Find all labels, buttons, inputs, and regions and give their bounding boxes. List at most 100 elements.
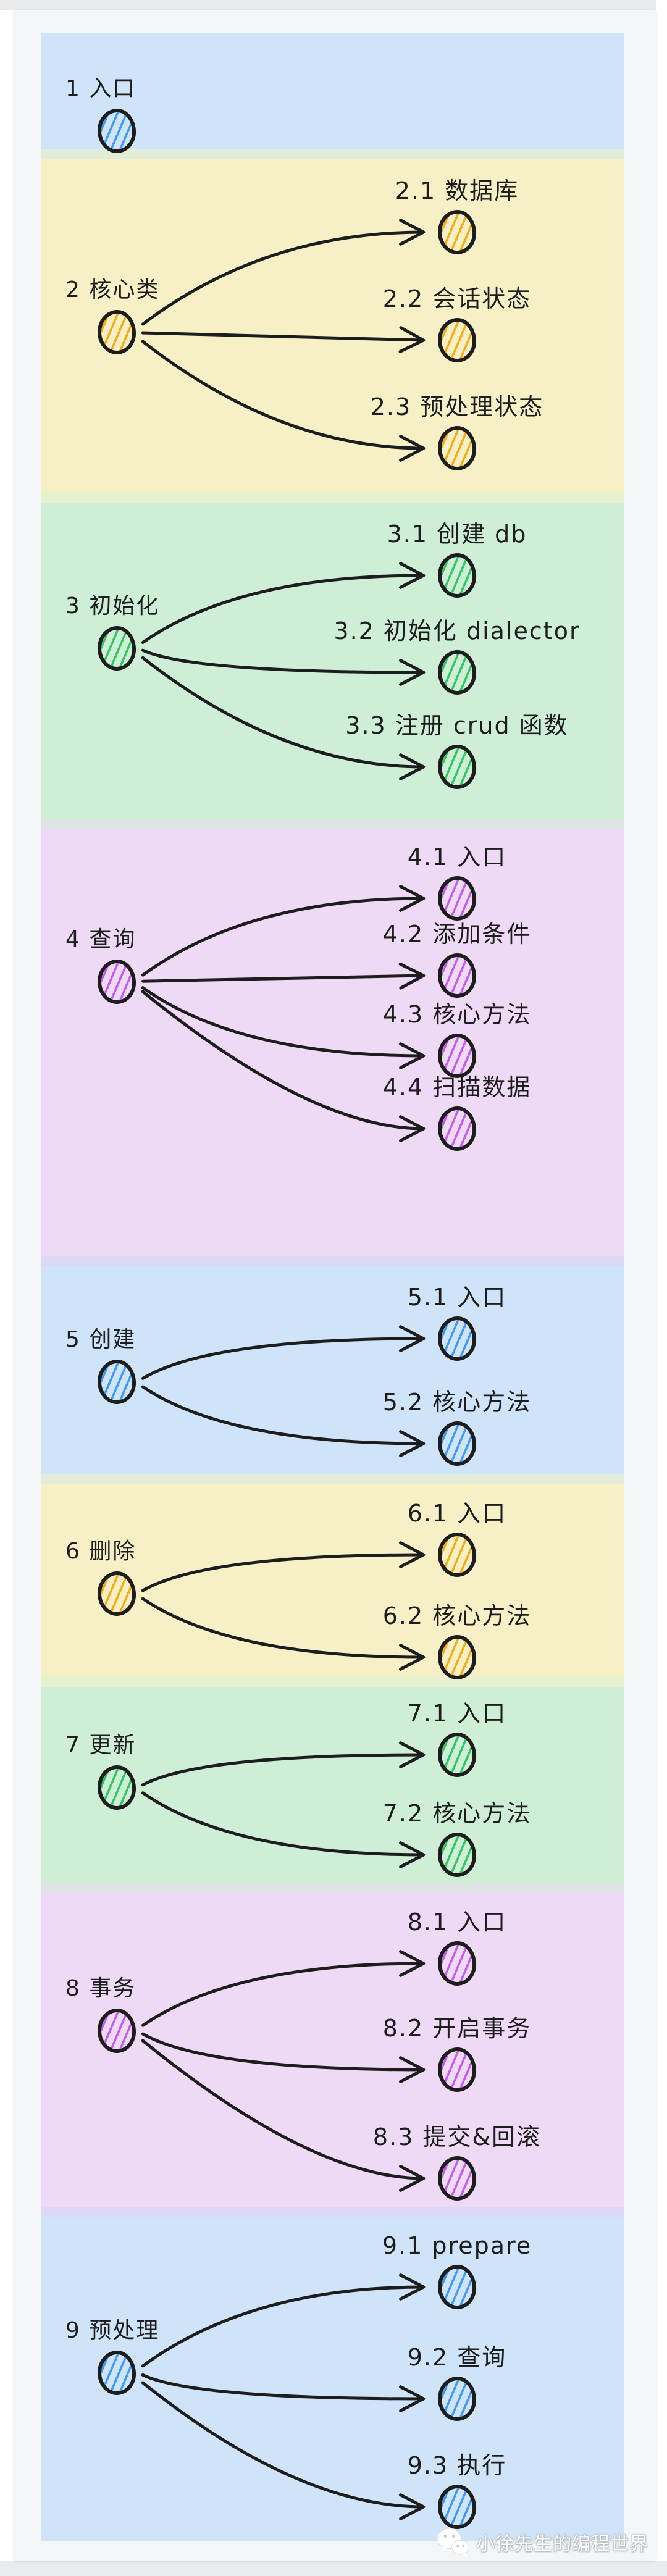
node-circle xyxy=(96,2349,137,2396)
node-circle xyxy=(437,1032,477,1079)
child-node-label: 8.3 提交&回滚 xyxy=(372,2123,542,2151)
section-divider xyxy=(41,1677,624,1687)
parent-node-label: 8 事务 xyxy=(65,1976,136,2001)
parent-node: 3 初始化 xyxy=(65,593,226,672)
wechat-icon xyxy=(437,2528,469,2557)
child-node: 6.1 入口 xyxy=(309,1499,605,1578)
node-circle xyxy=(437,2375,477,2422)
node-circle xyxy=(437,2264,477,2310)
node-circle xyxy=(437,2046,477,2093)
section-transaction: 8 事务 8.1 入口 8.2 开启事务 8.3 提交&回滚 xyxy=(41,1893,624,2207)
watermark: 小徐先生的编程世界 xyxy=(437,2524,648,2560)
child-node: 2.1 数据库 xyxy=(309,177,605,256)
node-circle xyxy=(437,952,477,999)
child-node: 6.2 核心方法 xyxy=(309,1602,605,1681)
child-node: 3.3 注册 crud 函数 xyxy=(309,711,605,790)
node-circle xyxy=(437,1531,477,1578)
section-divider xyxy=(41,1883,624,1893)
child-node: 7.1 入口 xyxy=(309,1699,605,1778)
child-node: 8.1 入口 xyxy=(309,1908,605,1987)
node-circle xyxy=(437,1731,477,1778)
section-core-classes: 2 核心类 2.1 数据库 2.2 会话状态 2.3 预处理状态 xyxy=(41,159,624,493)
parent-node-label: 6 删除 xyxy=(65,1539,136,1564)
section-create: 5 创建 5.1 入口 5.2 核心方法 xyxy=(41,1266,624,1474)
node-circle xyxy=(437,1634,477,1681)
child-node-label: 3.2 初始化 dialector xyxy=(334,617,581,645)
child-node-label: 5.1 入口 xyxy=(407,1284,507,1311)
section-initialization: 3 初始化 3.1 创建 db 3.2 初始化 dialector 3.3 注册… xyxy=(41,503,624,819)
section-preprocessing: 9 预处理 9.1 prepare 9.2 查询 9.3 执行 xyxy=(41,2217,624,2541)
section-divider xyxy=(41,149,624,159)
parent-node: 4 查询 xyxy=(65,926,226,1005)
child-node-label: 4.1 入口 xyxy=(407,843,507,871)
node-circle xyxy=(96,309,137,356)
node-circle xyxy=(96,1764,137,1811)
child-node-label: 2.3 预处理状态 xyxy=(370,393,544,420)
parent-node-label: 1 入口 xyxy=(65,76,136,101)
child-node-label: 5.2 核心方法 xyxy=(382,1389,532,1416)
child-node-label: 4.2 添加条件 xyxy=(382,921,532,948)
parent-node: 5 创建 xyxy=(65,1326,226,1405)
child-node-label: 6.1 入口 xyxy=(407,1500,507,1527)
node-circle xyxy=(437,1420,477,1467)
child-node: 5.1 入口 xyxy=(309,1283,605,1362)
child-node-label: 2.1 数据库 xyxy=(395,177,519,204)
node-circle xyxy=(96,2007,137,2054)
child-node-label: 7.1 入口 xyxy=(407,1700,507,1727)
child-node: 2.2 会话状态 xyxy=(309,285,605,364)
parent-node: 6 删除 xyxy=(65,1538,226,1617)
child-node-label: 9.1 prepare xyxy=(382,2232,532,2259)
section-divider xyxy=(41,1256,624,1266)
parent-node-label: 3 初始化 xyxy=(65,593,160,619)
child-node: 9.2 查询 xyxy=(309,2343,605,2422)
child-node-label: 2.2 会话状态 xyxy=(382,285,532,312)
child-node: 8.2 开启事务 xyxy=(309,2014,605,2093)
child-node-label: 6.2 核心方法 xyxy=(382,1602,532,1629)
child-node: 4.1 入口 xyxy=(309,843,605,922)
section-divider xyxy=(41,1474,624,1484)
section-delete: 6 删除 6.1 入口 6.2 核心方法 xyxy=(41,1484,624,1681)
window-top-edge xyxy=(0,0,656,10)
node-circle xyxy=(437,552,477,599)
node-circle xyxy=(437,209,477,256)
node-circle xyxy=(437,2155,477,2202)
parent-node-label: 5 创建 xyxy=(65,1327,136,1352)
child-node-label: 9.3 执行 xyxy=(407,2452,507,2479)
child-node-label: 9.2 查询 xyxy=(407,2344,507,2371)
node-circle xyxy=(437,317,477,364)
parent-node: 8 事务 xyxy=(65,1975,226,2054)
child-node: 9.1 prepare xyxy=(309,2231,605,2310)
node-circle xyxy=(96,107,137,154)
parent-node: 2 核心类 xyxy=(65,277,226,356)
node-circle xyxy=(437,743,477,790)
page-bottom-margin xyxy=(0,2561,667,2576)
diagram-card: 1 入口 2 核心类 2.1 数据库 2.2 会话状态 2.3 预处理状态 xyxy=(14,10,656,2561)
parent-node-label: 4 查询 xyxy=(65,927,136,952)
section-divider xyxy=(41,819,624,829)
child-node: 3.1 创建 db xyxy=(309,520,605,599)
node-circle xyxy=(437,649,477,696)
child-node: 9.3 执行 xyxy=(309,2451,605,2530)
parent-node: 9 预处理 xyxy=(65,2317,226,2396)
child-node: 3.2 初始化 dialector xyxy=(309,617,605,696)
child-node: 4.4 扫描数据 xyxy=(309,1073,605,1152)
child-node: 4.2 添加条件 xyxy=(309,920,605,999)
child-node: 2.3 预处理状态 xyxy=(309,393,605,472)
section-divider xyxy=(41,493,624,503)
node-circle xyxy=(437,1105,477,1152)
child-node-label: 3.3 注册 crud 函数 xyxy=(345,712,569,739)
child-node-label: 4.3 核心方法 xyxy=(382,1001,532,1028)
node-circle xyxy=(437,425,477,472)
section-divider xyxy=(41,2207,624,2217)
node-circle xyxy=(437,1831,477,1878)
child-node-label: 8.2 开启事务 xyxy=(382,2015,532,2042)
child-node-label: 7.2 核心方法 xyxy=(382,1800,532,1827)
child-node-label: 4.4 扫描数据 xyxy=(382,1074,532,1101)
node-circle xyxy=(437,2483,477,2530)
node-circle xyxy=(437,1315,477,1362)
section-entry: 1 入口 xyxy=(41,33,624,154)
node-circle xyxy=(96,625,137,672)
parent-node-label: 2 核心类 xyxy=(65,277,160,303)
node-circle xyxy=(437,875,477,922)
child-node: 7.2 核心方法 xyxy=(309,1799,605,1878)
